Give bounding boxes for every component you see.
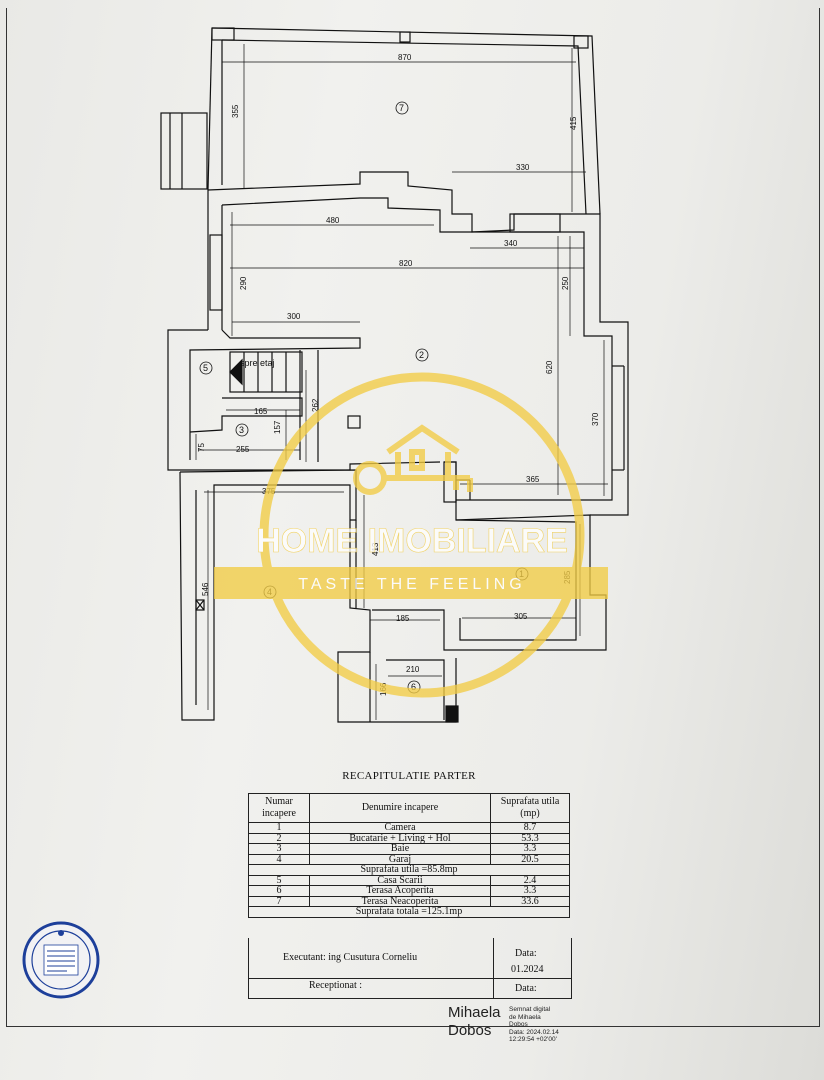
data-value: 01.2024 bbox=[511, 964, 544, 975]
total-row: Suprafata totala =125.1mp bbox=[248, 906, 570, 918]
cell-name: Baie bbox=[309, 843, 491, 855]
header-nr: Numar incapere bbox=[248, 793, 310, 823]
header-area: Suprafata utila (mp) bbox=[490, 793, 570, 823]
cell-nr: 7 bbox=[248, 895, 310, 907]
table-row: 6 Terasa Acoperita 3.3 bbox=[248, 885, 570, 897]
digital-signature-meta: Semnat digital de Mihaela Dobos Data: 20… bbox=[509, 1006, 599, 1044]
subtotal-row: Suprafata utila =85.8mp bbox=[248, 864, 570, 876]
engineer-stamp-seal bbox=[22, 921, 100, 999]
watermark-tagline: TASTE THE FEELING bbox=[298, 576, 525, 593]
dim-label: 157 bbox=[273, 420, 282, 434]
dim-label: 820 bbox=[399, 259, 413, 268]
dim-label: 370 bbox=[591, 412, 600, 426]
dim-label: 165 bbox=[254, 407, 268, 416]
table-row: 3 Baie 3.3 bbox=[248, 843, 570, 855]
data-label-2: Data: bbox=[515, 983, 537, 994]
drawing-frame bbox=[6, 8, 820, 1027]
cell-name: Terasa Neacoperita bbox=[309, 895, 491, 907]
signature-meta-line: de Mihaela bbox=[509, 1013, 541, 1021]
room-number: 7 bbox=[399, 103, 404, 113]
dimension-labels: 870 355 415 330 480 340 820 290 250 620 … bbox=[197, 53, 600, 696]
table-row: 1 Camera 8.7 bbox=[248, 822, 570, 834]
cell-area: 20.5 bbox=[490, 853, 570, 865]
dim-label: 413 bbox=[371, 542, 380, 556]
dimension-lines bbox=[195, 44, 608, 720]
cell-name: Casa Scarii bbox=[309, 874, 491, 886]
table-row: 2 Bucatarie + Living + Hol 53.3 bbox=[248, 832, 570, 844]
dim-label: 290 bbox=[239, 276, 248, 290]
dim-label: 415 bbox=[569, 116, 578, 130]
table-row: 7 Terasa Neacoperita 33.6 bbox=[248, 895, 570, 907]
table-header-row: Numar incapere Denumire incapere Suprafa… bbox=[248, 793, 570, 823]
cell-name: Camera bbox=[309, 822, 491, 834]
signature-meta-line: 12:29:54 +02'00' bbox=[509, 1036, 557, 1043]
cell-nr: 6 bbox=[248, 885, 310, 897]
cell-name: Bucatarie + Living + Hol bbox=[309, 832, 491, 844]
dim-label: 365 bbox=[526, 475, 540, 484]
header-name: Denumire incapere bbox=[309, 793, 491, 823]
cell-area: 2.4 bbox=[490, 874, 570, 886]
recap-table: Numar incapere Denumire incapere Suprafa… bbox=[248, 793, 570, 918]
room-number: 5 bbox=[203, 363, 208, 373]
receptionat-text: Receptionat : bbox=[309, 980, 363, 991]
table-row: 5 Casa Scarii 2.4 bbox=[248, 874, 570, 886]
walls bbox=[160, 27, 629, 723]
signature-first-name: Mihaela bbox=[448, 1004, 501, 1021]
executant-row: Executant: ing Cusutura Corneliu Data: 0… bbox=[249, 938, 571, 979]
room-number: 6 bbox=[411, 682, 416, 692]
cell-area: 3.3 bbox=[490, 843, 570, 855]
watermark-ring bbox=[259, 372, 585, 698]
cell-name: Garaj bbox=[309, 853, 491, 865]
cell-nr: 2 bbox=[248, 832, 310, 844]
cell-name: Terasa Acoperita bbox=[309, 885, 491, 897]
column-divider bbox=[493, 938, 494, 998]
dim-label: 480 bbox=[326, 216, 340, 225]
stair-label: spre etaj bbox=[240, 358, 275, 368]
signature-meta-line: Data: 2024.02.14 bbox=[509, 1028, 559, 1036]
dim-label: 870 bbox=[398, 53, 412, 62]
watermark: HOME IMOBILIARE TASTE THE FEELING bbox=[214, 372, 608, 698]
room-number: 2 bbox=[419, 350, 424, 360]
dim-label: 340 bbox=[504, 239, 518, 248]
cell-nr: 5 bbox=[248, 874, 310, 886]
subtotal-cell: Suprafata utila =85.8mp bbox=[248, 864, 570, 876]
dim-label: 330 bbox=[516, 163, 530, 172]
dim-label: 255 bbox=[236, 445, 250, 454]
dim-label: 250 bbox=[561, 276, 570, 290]
dim-label: 262 bbox=[311, 398, 320, 412]
cell-area: 33.6 bbox=[490, 895, 570, 907]
watermark-brand: HOME IMOBILIARE bbox=[256, 522, 568, 560]
signature-last-name: Dobos bbox=[448, 1022, 492, 1039]
watermark-band bbox=[214, 567, 608, 599]
cell-nr: 3 bbox=[248, 843, 310, 855]
cell-nr: 4 bbox=[248, 853, 310, 865]
executant-text: Executant: ing Cusutura Corneliu bbox=[283, 952, 418, 963]
signature-meta-line: Dobos bbox=[509, 1021, 528, 1028]
dim-label: 546 bbox=[201, 582, 210, 596]
total-cell: Suprafata totala =125.1mp bbox=[248, 906, 570, 918]
dim-label: 185 bbox=[396, 614, 410, 623]
signature-block: Executant: ing Cusutura Corneliu Data: 0… bbox=[248, 938, 572, 999]
data-label: Data: bbox=[515, 948, 537, 959]
signature-meta-line: Semnat digital bbox=[509, 1006, 551, 1013]
digital-signature-name: Mihaela Dobos bbox=[448, 1004, 501, 1040]
cell-nr: 1 bbox=[248, 822, 310, 834]
dim-label: 210 bbox=[406, 665, 420, 674]
cell-area: 53.3 bbox=[490, 832, 570, 844]
dim-label: 300 bbox=[287, 312, 301, 321]
recap-title: RECAPITULATIE PARTER bbox=[342, 770, 476, 782]
dim-label: 75 bbox=[197, 443, 206, 452]
table-row: 4 Garaj 20.5 bbox=[248, 853, 570, 865]
house-key-icon bbox=[353, 424, 473, 495]
cell-area: 3.3 bbox=[490, 885, 570, 897]
dim-label: 620 bbox=[545, 360, 554, 374]
dim-label: 305 bbox=[514, 612, 528, 621]
cell-area: 8.7 bbox=[490, 822, 570, 834]
dim-label: 355 bbox=[231, 104, 240, 118]
room-number: 3 bbox=[239, 425, 244, 435]
receptionat-row: Receptionat : Data: bbox=[249, 978, 571, 998]
